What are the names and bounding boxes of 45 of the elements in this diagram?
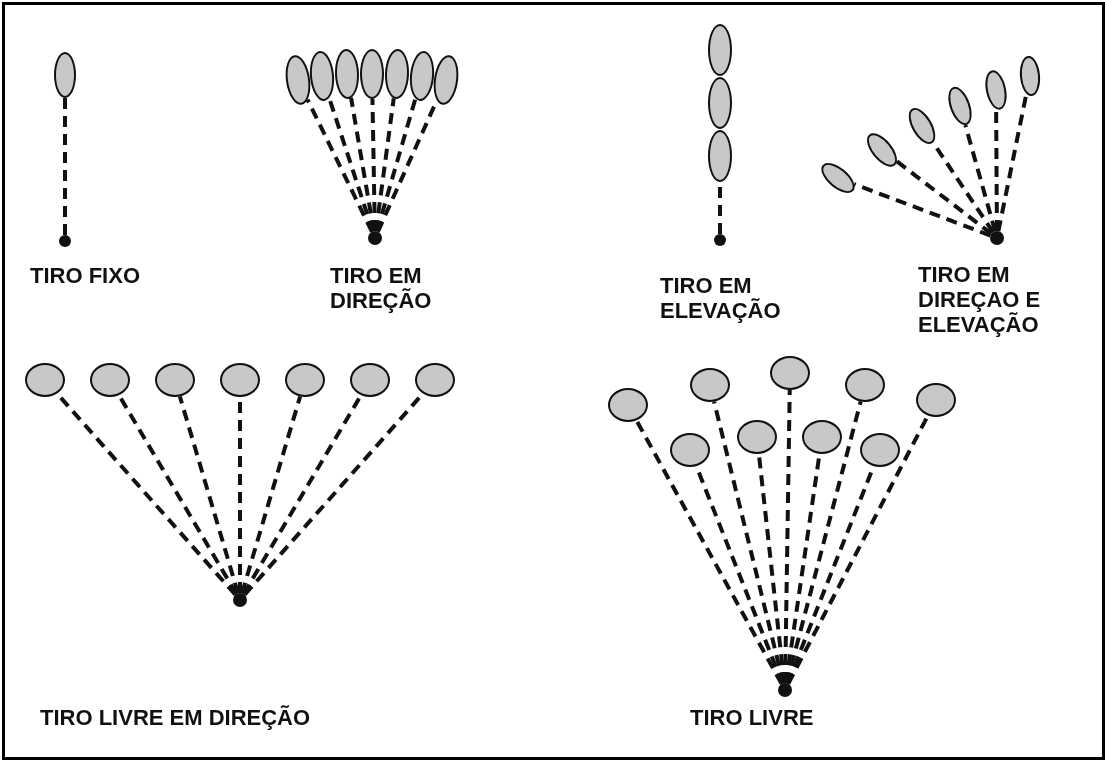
caption-text: TIRO EM DIREÇAO E ELEVAÇÃO	[918, 262, 1042, 337]
caption-text: TIRO EM DIREÇÃO	[330, 263, 433, 313]
weapon-dot	[990, 231, 1004, 245]
target-ellipse	[220, 363, 260, 397]
caption-text: TIRO EM ELEVAÇÃO	[660, 273, 782, 323]
target-ellipse	[737, 420, 777, 454]
weapon-dot	[778, 683, 792, 697]
weapon-dot	[233, 593, 247, 607]
dashed-line	[305, 98, 374, 233]
target-ellipse	[285, 363, 325, 397]
dashed-line	[177, 395, 240, 594]
dashed-line	[895, 159, 993, 236]
target-ellipse	[334, 48, 360, 100]
target-ellipse	[407, 50, 437, 102]
target-ellipse	[708, 77, 732, 129]
target-ellipse	[845, 368, 885, 402]
target-ellipse	[307, 50, 337, 102]
caption-text: TIRO LIVRE EM DIREÇÃO	[40, 705, 312, 730]
target-ellipse	[415, 363, 455, 397]
target-ellipse	[608, 388, 648, 422]
target-ellipse	[1018, 55, 1042, 97]
caption-text: TIRO LIVRE	[690, 705, 815, 730]
target-ellipse	[708, 130, 732, 182]
dashed-line	[853, 182, 992, 238]
target-ellipse	[54, 52, 76, 98]
target-ellipse	[802, 420, 842, 454]
target-ellipse	[916, 383, 956, 417]
target-ellipse	[155, 363, 195, 397]
dashed-line	[63, 98, 67, 235]
target-ellipse	[350, 363, 390, 397]
weapon-dot	[714, 234, 726, 246]
dashed-line	[373, 98, 396, 232]
target-ellipse	[690, 368, 730, 402]
target-ellipse	[708, 24, 732, 76]
target-ellipse	[25, 363, 65, 397]
target-ellipse	[670, 433, 710, 467]
caption-text: TIRO FIXO	[30, 263, 141, 288]
target-ellipse	[860, 433, 900, 467]
dashed-line	[963, 124, 998, 232]
target-ellipse	[90, 363, 130, 397]
dashed-line	[240, 395, 303, 594]
weapon-dot	[368, 231, 382, 245]
weapon-dot	[59, 235, 71, 247]
target-ellipse	[770, 356, 810, 390]
target-ellipse	[360, 49, 384, 99]
